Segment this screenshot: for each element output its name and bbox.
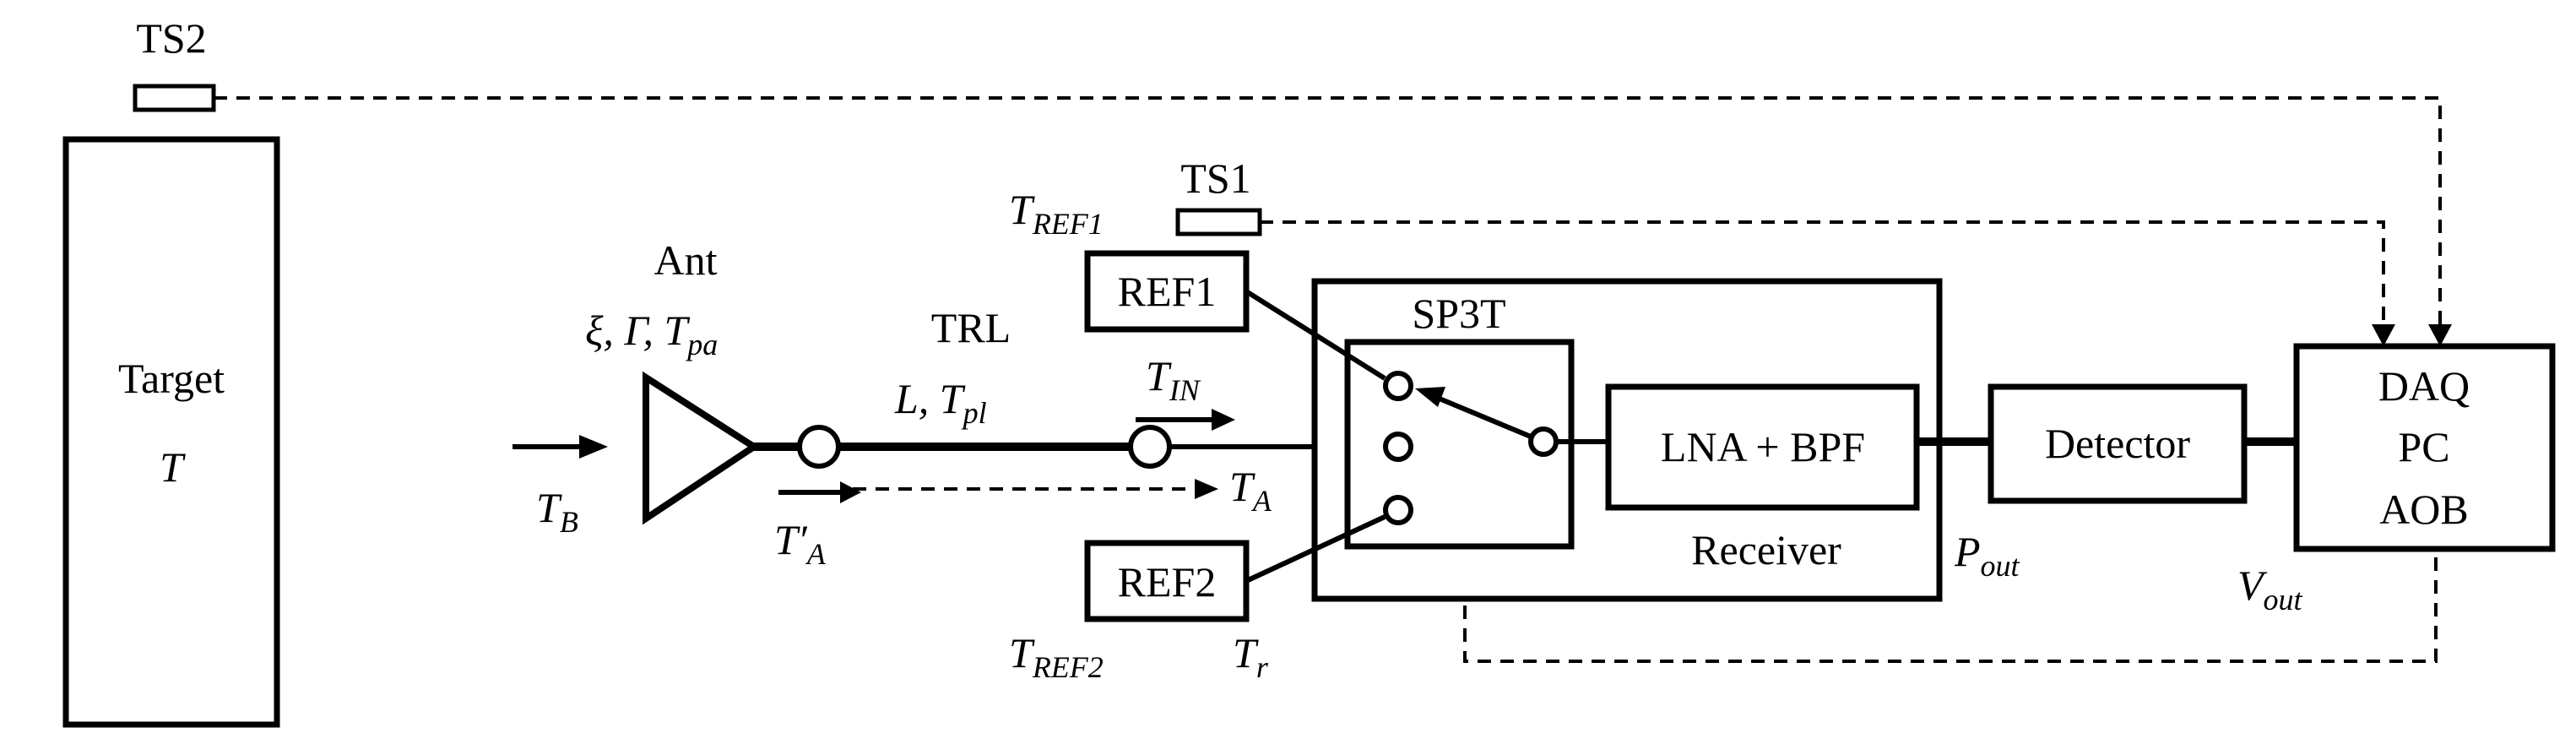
tref2-label: TREF2 xyxy=(1009,629,1104,684)
ref2-label: REF2 xyxy=(1118,558,1217,606)
lna-bpf-block: LNA + BPF xyxy=(1605,383,1920,511)
sp3t-switch: SP3T xyxy=(1245,289,1575,584)
tb-label: TB xyxy=(536,484,578,539)
ta-prime-label: T′A xyxy=(774,516,827,571)
receiver-block: Receiver SP3T LNA + BPF xyxy=(1245,278,1943,602)
tin-arrow: TIN xyxy=(1136,352,1235,431)
trl-label: TRL xyxy=(931,304,1011,351)
sp3t-label: SP3T xyxy=(1412,290,1505,337)
sp3t-common-port xyxy=(1528,426,1559,457)
ts2-sensor: TS2 xyxy=(133,14,216,112)
pc-label: PC xyxy=(2398,423,2449,470)
sp3t-port-3 xyxy=(1383,495,1413,525)
tin-label: TIN xyxy=(1146,352,1201,407)
receiver-input-node xyxy=(1128,425,1172,469)
ref1-block: TREF1 TS1 REF1 xyxy=(1009,155,1262,333)
ref2-block: REF2 TREF2 Tr xyxy=(1009,540,1269,684)
tb-arrow: TB xyxy=(512,435,608,539)
sp3t-port-2 xyxy=(1383,432,1413,462)
antenna-port-node xyxy=(797,425,841,469)
daq-pc-aob-block: DAQ PC AOB xyxy=(2293,343,2556,552)
antenna: Ant ξ, Γ, Tpa xyxy=(585,236,800,525)
dashed-signal-lines xyxy=(214,96,2452,663)
target-label: Target xyxy=(118,355,225,402)
ta-prime-arrow: T′A xyxy=(774,481,861,571)
antenna-params: ξ, Γ, Tpa xyxy=(585,307,718,361)
detector-block: Detector xyxy=(1988,383,2248,504)
daq-label: DAQ xyxy=(2378,362,2470,410)
pout-label: Pout xyxy=(1954,528,2020,583)
vout-label: Vout xyxy=(2237,562,2303,616)
ts1-label: TS1 xyxy=(1180,155,1250,202)
tref1-label: TREF1 xyxy=(1009,186,1104,241)
antenna-label: Ant xyxy=(654,236,718,284)
transmission-line: TRL L, Tpl xyxy=(797,304,1382,469)
target-temperature-var: T xyxy=(160,443,186,491)
lna-bpf-label: LNA + BPF xyxy=(1661,423,1865,470)
trl-params: L, Tpl xyxy=(894,375,987,430)
ts1-sensor xyxy=(1175,208,1262,236)
tr-label: Tr xyxy=(1233,629,1269,684)
ta-label: TA xyxy=(1229,463,1272,518)
detector-label: Detector xyxy=(2045,420,2190,467)
aob-label: AOB xyxy=(2379,486,2469,533)
target-block: Target T xyxy=(62,136,280,728)
ts2-label: TS2 xyxy=(136,14,206,62)
ref1-label: REF1 xyxy=(1118,268,1217,315)
sp3t-port-1 xyxy=(1383,371,1413,401)
receiver-label: Receiver xyxy=(1691,526,1841,573)
